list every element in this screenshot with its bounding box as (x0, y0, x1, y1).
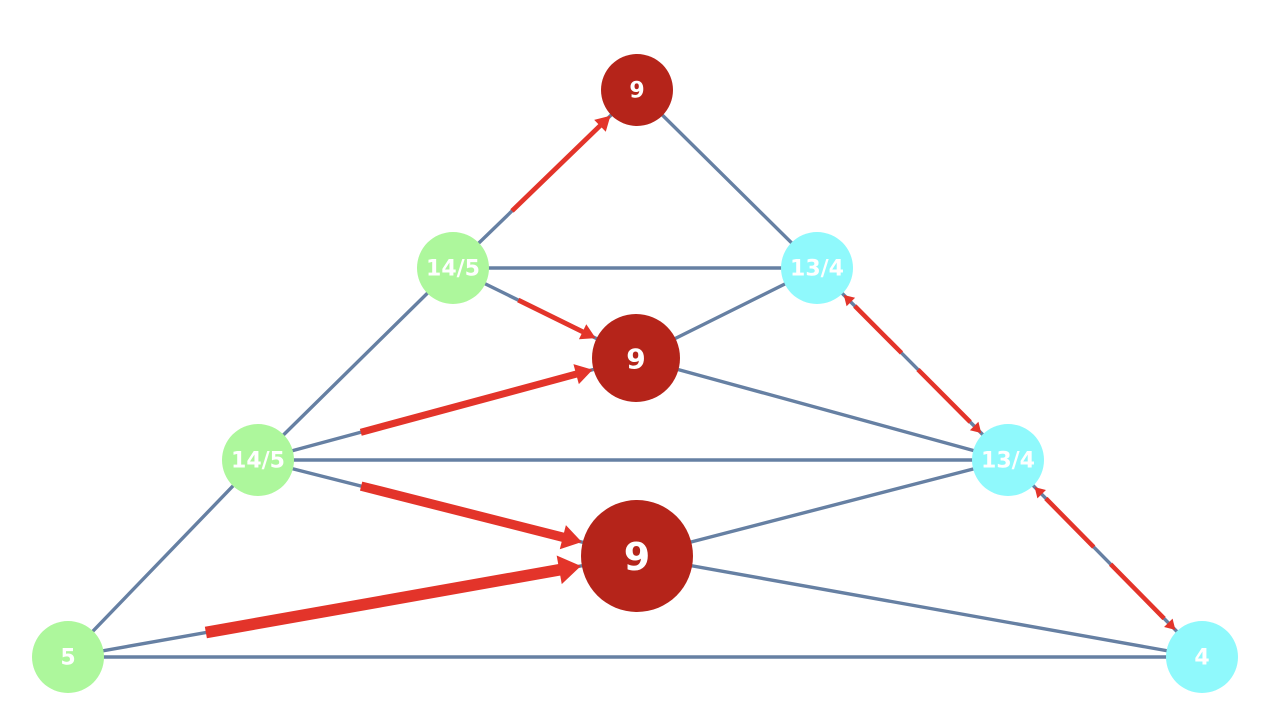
flow-shaft (204, 563, 564, 639)
node-cyan-upper: 13/4 (781, 232, 853, 304)
edge-bottom-right-center-lower (635, 554, 1204, 659)
flow-shaft-segment (853, 304, 904, 355)
flow-arrowhead (573, 364, 593, 385)
node-label: 9 (624, 535, 650, 579)
flow-arrow-bottom-left-to-center-lower (204, 555, 581, 639)
flow-arrowhead (556, 555, 581, 585)
flow-arrow-green-middle-to-center-lower (359, 481, 582, 550)
node-green-middle: 14/5 (222, 424, 294, 496)
flow-shaft (359, 370, 580, 436)
node-label: 13/4 (790, 257, 844, 282)
edge-cyan-middle-center-upper (634, 356, 1010, 462)
flows-layer (204, 115, 1176, 639)
node-circle (592, 314, 680, 402)
flow-arrowhead (843, 294, 856, 307)
node-green-upper: 14/5 (417, 232, 489, 304)
flow-arrow-green-middle-to-center-upper (359, 364, 593, 436)
flow-arrow-bottom-right-to-cyan-middle (1034, 487, 1176, 630)
node-circle (417, 232, 489, 304)
node-label: 9 (629, 79, 644, 104)
flow-arrowhead (594, 115, 611, 132)
flow-shaft (359, 481, 567, 543)
node-circle (601, 54, 673, 126)
edge-top-cyan-upper (635, 88, 819, 270)
flow-shaft-segment (916, 367, 972, 424)
node-bottom-left: 5 (32, 621, 104, 693)
flow-arrowhead (1164, 618, 1176, 630)
nodes-layer: 9 14/5 13/4 9 14/5 13/4 9 5 4 (32, 54, 1238, 693)
node-circle (32, 621, 104, 693)
node-label: 14/5 (231, 449, 285, 474)
node-center-lower: 9 (581, 500, 693, 612)
edge-cyan-middle-center-lower (635, 458, 1010, 558)
node-top: 9 (601, 54, 673, 126)
edge-green-middle-bottom-left (66, 458, 260, 659)
node-circle (1166, 621, 1238, 693)
flow-arrow-cyan-middle-to-cyan-upper (843, 294, 982, 434)
node-label: 13/4 (981, 449, 1035, 474)
node-label: 9 (626, 343, 645, 376)
flow-shaft (510, 122, 604, 213)
node-circle (972, 424, 1044, 496)
node-label: 14/5 (426, 257, 480, 282)
flow-shaft-segment (1044, 496, 1096, 549)
edge-green-upper-green-middle (256, 266, 455, 462)
flow-arrowhead (969, 421, 982, 434)
node-center-upper: 9 (592, 314, 680, 402)
node-circle (781, 232, 853, 304)
flow-shaft (517, 297, 586, 335)
node-cyan-middle: 13/4 (972, 424, 1044, 496)
node-label: 4 (1194, 646, 1209, 671)
node-circle (581, 500, 693, 612)
flow-arrowhead (559, 525, 582, 550)
node-bottom-right: 4 (1166, 621, 1238, 693)
node-circle (222, 424, 294, 496)
flow-arrow-green-upper-to-top (510, 115, 611, 213)
flow-shaft-segment (1109, 562, 1166, 621)
flow-arrow-green-upper-to-center-upper (517, 297, 596, 340)
node-label: 5 (60, 646, 75, 671)
flow-arrowhead (1034, 487, 1046, 499)
flow-arrowhead (578, 324, 596, 340)
